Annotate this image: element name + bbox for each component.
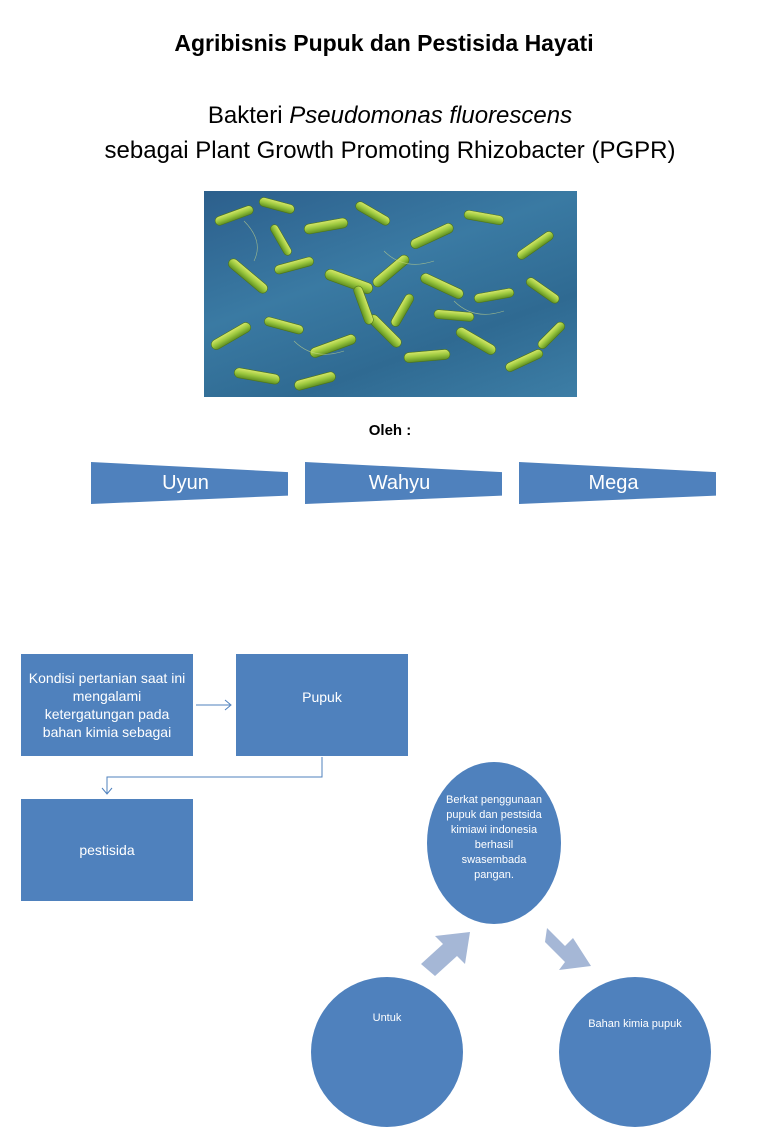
cycle-circle-left-text: Untuk bbox=[372, 1012, 402, 1024]
cycle-arrow-right-down bbox=[545, 928, 591, 970]
box-condition: Kondisi pertanian saat ini mengalami ket… bbox=[21, 654, 193, 756]
author-chevron-wahyu: Wahyu bbox=[305, 462, 502, 504]
subtitle-line-1: Bakteri Pseudomonas fluorescens bbox=[0, 98, 768, 133]
cycle-arrows bbox=[421, 928, 591, 976]
cycle-circle-top: Berkat penggunaan pupuk dan pestsida kim… bbox=[427, 762, 561, 924]
slide-subtitle: Bakteri Pseudomonas fluorescens sebagai … bbox=[0, 98, 768, 168]
arrow-pupuk-to-pestisida bbox=[106, 757, 323, 793]
slide-title: Agribisnis Pupuk dan Pestisida Hayati bbox=[174, 30, 594, 56]
subtitle-species-name: Pseudomonas fluorescens bbox=[289, 102, 573, 129]
cycle-circle-right: Bahan kimia pupuk bbox=[559, 977, 711, 1127]
subtitle-prefix: Bakteri bbox=[207, 102, 290, 129]
cycle-circle-top-text: Berkat penggunaan pupuk dan pestsida kim… bbox=[445, 794, 543, 881]
author-name: Mega bbox=[588, 471, 639, 494]
author-chevron-uyun: Uyun bbox=[91, 462, 288, 504]
box-pestisida-text: pestisida bbox=[79, 842, 135, 858]
author-chevron-mega: Mega bbox=[519, 462, 716, 504]
box-condition-text: Kondisi pertanian saat ini mengalami ket… bbox=[28, 670, 186, 740]
by-label: Oleh : bbox=[368, 422, 412, 439]
box-pestisida: pestisida bbox=[21, 799, 193, 901]
box-pupuk: Pupuk bbox=[236, 654, 408, 756]
bacteria-illustration bbox=[210, 197, 565, 391]
bacteria-micrograph-image bbox=[204, 191, 577, 397]
cycle-circle-left: Untuk bbox=[311, 977, 463, 1127]
arrow-pupuk-to-pestisida-head bbox=[101, 787, 113, 795]
arrow-condition-to-pupuk-head bbox=[224, 699, 232, 711]
subtitle-line-2: sebagai Plant Growth Promoting Rhizobact… bbox=[104, 137, 676, 164]
cycle-arrow-left-up bbox=[421, 932, 470, 976]
author-name: Uyun bbox=[162, 471, 209, 494]
cycle-circle-right-text: Bahan kimia pupuk bbox=[588, 1018, 682, 1030]
author-name: Wahyu bbox=[368, 471, 431, 494]
box-pupuk-text: Pupuk bbox=[302, 689, 342, 705]
flow-connectors bbox=[101, 699, 323, 795]
